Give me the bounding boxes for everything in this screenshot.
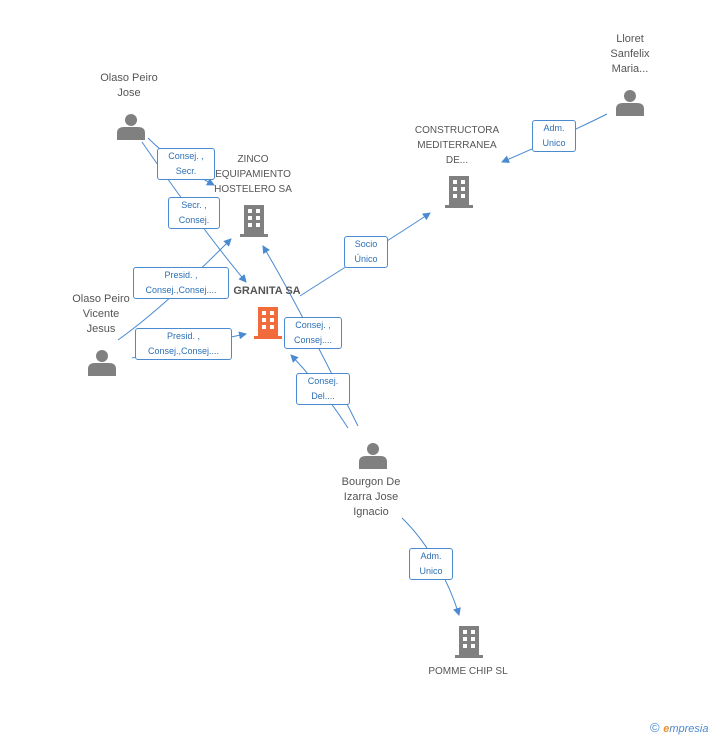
node-label-line: Olaso Peiro bbox=[72, 293, 130, 305]
edge-label-line: Adm. bbox=[420, 551, 442, 561]
brand-name: mpresia bbox=[669, 723, 709, 735]
building-icon[interactable] bbox=[240, 205, 268, 237]
node-label-constructora[interactable]: CONSTRUCTORA MEDITERRANEA DE... bbox=[407, 123, 507, 168]
node-label-line: CONSTRUCTORA bbox=[414, 125, 500, 136]
edge-label-line: Consej. bbox=[178, 215, 210, 225]
edge-label-line: Consej. , bbox=[168, 151, 204, 161]
edge-label-granita-constructora[interactable]: Socio Único bbox=[344, 236, 388, 268]
person-icon[interactable] bbox=[616, 90, 644, 116]
edge-label-olaso-jose-granita[interactable]: Secr. , Consej. bbox=[168, 197, 220, 229]
edge-label-line: Secr. , bbox=[181, 200, 207, 210]
edge-label-lloret-constructora[interactable]: Adm. Unico bbox=[532, 120, 576, 152]
node-label-line: HOSTELERO SA bbox=[214, 184, 292, 195]
edge-label-line: Único bbox=[354, 254, 378, 264]
edge-label-olaso-vicente-zinco[interactable]: Presid. , Consej.,Consej.... bbox=[133, 267, 229, 299]
node-label-line: GRANITA SA bbox=[233, 285, 301, 297]
edge-label-line: Adm. bbox=[543, 123, 565, 133]
brand-logo: empresia bbox=[663, 723, 708, 735]
building-icon[interactable] bbox=[455, 626, 483, 658]
node-label-line: DE... bbox=[445, 155, 469, 166]
node-label-line: Bourgon De bbox=[341, 476, 401, 488]
edge-label-olaso-vicente-granita[interactable]: Presid. , Consej.,Consej.... bbox=[135, 328, 232, 360]
edge-label-bourgon-granita[interactable]: Consej. Del.... bbox=[296, 373, 350, 405]
edge-label-olaso-jose-zinco[interactable]: Consej. , Secr. bbox=[157, 148, 215, 180]
node-label-line: Jose bbox=[117, 87, 141, 99]
edge-label-line: Consej.,Consej.... bbox=[145, 285, 217, 295]
node-label-olaso-peiro-vicente[interactable]: Olaso Peiro Vicente Jesus bbox=[58, 292, 144, 337]
edge-label-line: Presid. , bbox=[166, 331, 200, 341]
node-label-bourgon[interactable]: Bourgon De Izarra Jose Ignacio bbox=[326, 475, 416, 520]
edge-label-line: Unico bbox=[542, 138, 566, 148]
node-label-line: MEDITERRANEA bbox=[417, 140, 497, 151]
node-label-line: Lloret bbox=[616, 33, 644, 45]
node-label-line: Maria... bbox=[611, 63, 649, 75]
edge-label-line: Del.... bbox=[311, 391, 335, 401]
node-label-line: Sanfelix bbox=[610, 48, 650, 60]
node-label-line: POMME CHIP SL bbox=[428, 666, 508, 677]
edge-label-line: Unico bbox=[419, 566, 443, 576]
node-label-pomme-chip[interactable]: POMME CHIP SL bbox=[416, 664, 520, 679]
building-icon[interactable] bbox=[445, 176, 473, 208]
edge-lines bbox=[117, 113, 608, 616]
copyright-symbol: © bbox=[650, 720, 660, 735]
node-label-line: Izarra Jose bbox=[343, 491, 399, 503]
edge-label-line: Consej. , bbox=[295, 320, 331, 330]
node-label-granita[interactable]: GRANITA SA bbox=[222, 284, 312, 299]
building-icon-main[interactable] bbox=[254, 307, 282, 339]
brand-initial: e bbox=[663, 723, 670, 735]
node-label-line: ZINCO bbox=[237, 154, 269, 165]
person-icon[interactable] bbox=[88, 350, 116, 376]
edge-label-line: Presid. , bbox=[164, 270, 198, 280]
node-label-line: Jesus bbox=[86, 323, 116, 335]
node-label-line: Ignacio bbox=[353, 506, 389, 518]
node-label-lloret-sanfelix[interactable]: Lloret Sanfelix Maria... bbox=[592, 32, 668, 77]
edge-label-line: Secr. bbox=[175, 166, 197, 176]
edge-label-bourgon-pomme[interactable]: Adm. Unico bbox=[409, 548, 453, 580]
node-label-line: EQUIPAMIENTO bbox=[215, 169, 291, 180]
node-label-line: Olaso Peiro bbox=[100, 72, 158, 84]
edge-label-bourgon-zinco[interactable]: Consej. , Consej.... bbox=[284, 317, 342, 349]
person-icon[interactable] bbox=[117, 114, 145, 140]
footer-brand[interactable]: © empresia bbox=[650, 720, 708, 735]
node-label-zinco[interactable]: ZINCO EQUIPAMIENTO HOSTELERO SA bbox=[205, 152, 301, 197]
node-label-olaso-peiro-jose[interactable]: Olaso Peiro Jose bbox=[86, 71, 172, 101]
person-icon[interactable] bbox=[359, 443, 387, 469]
edge-label-line: Consej.... bbox=[293, 335, 333, 345]
node-label-line: Vicente bbox=[82, 308, 120, 320]
edge-label-line: Consej.,Consej.... bbox=[147, 346, 220, 356]
edge-label-line: Socio bbox=[354, 239, 378, 249]
edge-label-line: Consej. bbox=[307, 376, 339, 386]
